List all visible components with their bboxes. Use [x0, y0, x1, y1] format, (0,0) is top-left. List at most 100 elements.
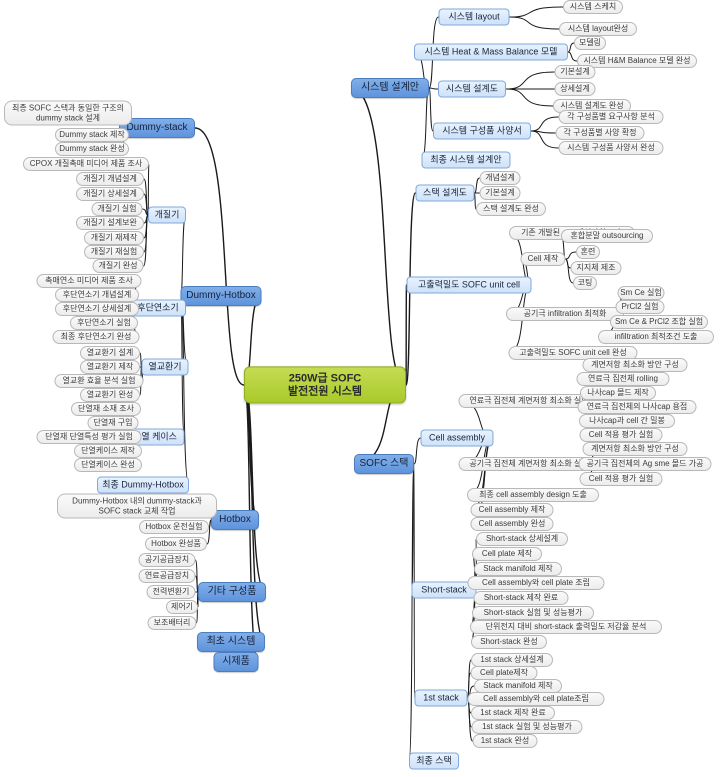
- mindmap-node-fs-2[interactable]: Cell plate제작: [470, 666, 538, 680]
- mindmap-node-in-4[interactable]: 단열케이스 제작: [74, 444, 142, 458]
- mindmap-node-sys-spec[interactable]: 시스템 구성품 사양서: [433, 122, 531, 140]
- mindmap-node-sys-drawing-3[interactable]: 시스템 설계도 완성: [553, 99, 631, 113]
- mindmap-node-rf-0[interactable]: CPOX 개질촉매 미디어 제품 조사: [23, 157, 149, 171]
- mindmap-node-others[interactable]: 기타 구성품: [198, 582, 266, 602]
- mindmap-node-bn-1[interactable]: 촉매연소 미디어 제품 조사: [36, 274, 142, 288]
- mindmap-node-ss-3[interactable]: Stack manifold 제작: [474, 562, 562, 576]
- mindmap-node-rf-7[interactable]: 개질기 완성: [92, 259, 144, 273]
- mindmap-node-rf-2[interactable]: 개질기 상세설계: [76, 187, 144, 201]
- mindmap-node-unitcell-done[interactable]: 고출력밀도 SOFC unit cell 완성: [508, 346, 638, 360]
- mindmap-node-air-col-1[interactable]: 계면저항 최소화 방안 구성: [582, 442, 688, 456]
- mindmap-node-sys-spec-3[interactable]: 시스템 구성품 사양서 완성: [558, 141, 664, 155]
- mindmap-node-sys-spec-2[interactable]: 각 구성품별 사양 확정: [555, 126, 645, 140]
- mindmap-node-reformer[interactable]: 개질기: [148, 206, 186, 224]
- mindmap-node-sys-hmb-1[interactable]: 모델링: [574, 36, 606, 50]
- mindmap-node-ds-2[interactable]: Dummy stack 제작: [55, 128, 129, 142]
- mindmap-node-sys-layout[interactable]: 시스템 layout: [438, 8, 510, 26]
- mindmap-node-fuel-col[interactable]: 연료극 집전체 계면저항 최소화 실험: [458, 394, 600, 408]
- mindmap-node-fs-1[interactable]: 1st stack 상세설계: [471, 653, 553, 667]
- mindmap-node-infil-1[interactable]: Sm Ce 실험: [617, 286, 665, 300]
- mindmap-node-sys-layout-2[interactable]: 시스템 layout완성: [559, 22, 637, 36]
- mindmap-node-sys-drawing-1[interactable]: 기본설계: [554, 65, 596, 79]
- mindmap-node-unitcell[interactable]: 고출력밀도 SOFC unit cell: [406, 276, 532, 294]
- mindmap-node-bn-4[interactable]: 후단연소기 실험: [70, 316, 138, 330]
- mindmap-node-rf-1[interactable]: 개질기 개념설계: [76, 172, 144, 186]
- mindmap-node-hx-2[interactable]: 열교환기 제작: [80, 360, 140, 374]
- mindmap-node-hb-2[interactable]: Hotbox 운전실험: [139, 520, 209, 534]
- mindmap-node-ca-3[interactable]: Cell assembly 완성: [470, 517, 554, 531]
- mindmap-node-ot-3[interactable]: 전력변환기: [146, 585, 196, 599]
- mindmap-node-rf-6[interactable]: 개질기 재실험: [84, 245, 144, 259]
- mindmap-node-in-1[interactable]: 단열재 소재 조사: [71, 402, 141, 416]
- mindmap-node-dummy-stack[interactable]: Dummy-stack: [119, 118, 195, 138]
- mindmap-node-stack-drawing[interactable]: 스택 설계도: [415, 184, 475, 202]
- mindmap-node-ss-7[interactable]: 단위전지 대비 short-stack 출력밀도 저감율 분석: [470, 620, 662, 634]
- mindmap-node-sys-design[interactable]: 시스템 설계안: [351, 78, 429, 98]
- mindmap-node-bn-2[interactable]: 후단연소기 개념설계: [55, 288, 139, 302]
- mindmap-node-in-2[interactable]: 단열재 구입: [87, 416, 139, 430]
- mindmap-node-fuel-col-2[interactable]: 연료극 집전체 rolling: [576, 372, 670, 386]
- mindmap-node-sys-drawing-2[interactable]: 상세설계: [554, 82, 596, 96]
- mindmap-node-fs-5[interactable]: 1st stack 제작 완료: [471, 706, 555, 720]
- mindmap-node-ot-1[interactable]: 공기공급장치: [138, 553, 196, 567]
- mindmap-node-prototype[interactable]: 시제품: [213, 652, 259, 672]
- mindmap-node-fs-4[interactable]: Cell assembly와 cell plate조립: [467, 692, 605, 706]
- mindmap-node-rf-5[interactable]: 개질기 재제작: [84, 231, 144, 245]
- mindmap-node-in-3[interactable]: 단열재 단열특성 평가 실험: [36, 430, 142, 444]
- mindmap-node-hb-1[interactable]: Dummy-Hotbox 내의 dummy-stack과 SOFC stack …: [57, 493, 217, 519]
- mindmap-node-fs-6[interactable]: 1st stack 실험 및 성능평가: [471, 720, 583, 734]
- mindmap-node-first-stack[interactable]: 1st stack: [414, 689, 468, 707]
- mindmap-node-sys-hmb-2[interactable]: 시스템 H&M Balance 모델 완성: [577, 54, 697, 68]
- mindmap-node-fuel-col-3[interactable]: 나사cap 몰드 제작: [580, 386, 656, 400]
- mindmap-node-hotbox[interactable]: Hotbox: [211, 510, 259, 530]
- mindmap-node-ca-2[interactable]: Cell assembly 제작: [470, 503, 554, 517]
- mindmap-node-hx-4[interactable]: 열교환기 완성: [80, 388, 140, 402]
- mindmap-node-fuel-col-1[interactable]: 계면저항 최소화 방안 구성: [582, 358, 688, 372]
- mindmap-node-hx-3[interactable]: 열교환 효율 분석 실험: [54, 374, 144, 388]
- mindmap-node-stack-drawing-2[interactable]: 기본설계: [479, 186, 521, 200]
- mindmap-node-cell-make-4[interactable]: 코팅: [573, 276, 597, 290]
- mindmap-node-sys-spec-1[interactable]: 각 구성품별 요구사항 분석: [558, 110, 664, 124]
- mindmap-node-ca-1[interactable]: 최종 cell assembly design 도출: [467, 488, 599, 502]
- mindmap-node-ss-8[interactable]: Short-stack 완성: [471, 635, 547, 649]
- mindmap-node-sofc-stack[interactable]: SOFC 스택: [354, 454, 414, 474]
- mindmap-node-fs-7[interactable]: 1st stack 완성: [472, 734, 538, 748]
- mindmap-node-ss-5[interactable]: Short-stack 제작 완료: [473, 591, 569, 605]
- mindmap-node-sys-hmb[interactable]: 시스템 Heat & Mass Balance 모델: [414, 43, 568, 61]
- mindmap-node-ss-4[interactable]: Cell assembly와 cell plate 조립: [467, 576, 605, 590]
- mindmap-node-first-system[interactable]: 최초 시스템: [197, 632, 265, 652]
- mindmap-node-ot-2[interactable]: 연료공급장치: [138, 569, 196, 583]
- mindmap-node-ss-6[interactable]: Short-stack 실험 및 성능평가: [472, 606, 594, 620]
- mindmap-node-ot-5[interactable]: 보조배터리: [147, 616, 197, 630]
- mindmap-node-cell-make[interactable]: Cell 제작: [520, 252, 566, 266]
- mindmap-node-cell-make-2[interactable]: 혼련: [576, 245, 600, 259]
- mindmap-node-infil-3[interactable]: Sm Ce & PrCl2 조합 실험: [610, 315, 708, 329]
- mindmap-node-sys-layout-1[interactable]: 시스템 스케치: [563, 0, 623, 14]
- mindmap-node-ss-1[interactable]: Short-stack 상세설계: [476, 532, 568, 546]
- mindmap-node-cell-assembly[interactable]: Cell assembly: [420, 429, 494, 447]
- mindmap-node-dummy-hotbox[interactable]: Dummy-Hotbox: [180, 286, 262, 306]
- mindmap-node-fuel-col-4[interactable]: 연료극 집전체의 나사cap 용접: [577, 400, 697, 414]
- mindmap-node-bn-5[interactable]: 최종 후단연소기 완성: [52, 330, 140, 344]
- mindmap-node-hb-3[interactable]: Hotbox 완성품: [145, 537, 207, 551]
- mindmap-node-fuel-col-5[interactable]: 나사cap과 cell 간 밀봉: [579, 414, 675, 428]
- mindmap-node-short-stack[interactable]: Short-stack: [411, 581, 477, 599]
- mindmap-node-ds-1[interactable]: 최종 SOFC 스택과 동일한 구조의 dummy stack 설계: [4, 100, 132, 126]
- mindmap-node-dh-final[interactable]: 최종 Dummy-Hotbox: [97, 476, 189, 494]
- mindmap-node-in-5[interactable]: 단열케이스 완성: [74, 458, 142, 472]
- mindmap-node-air-col-3[interactable]: Cell 적용 평가 실험: [579, 472, 663, 486]
- mindmap-node-fs-3[interactable]: Stack manifold 제작: [474, 679, 562, 693]
- mindmap-node-ds-3[interactable]: Dummy stack 완성: [55, 142, 129, 156]
- mindmap-node-rf-3[interactable]: 개질기 실험: [91, 202, 143, 216]
- mindmap-node-ot-4[interactable]: 제어기: [166, 600, 198, 614]
- mindmap-node-bn-3[interactable]: 후단연소기 상세설계: [55, 302, 139, 316]
- mindmap-node-burner[interactable]: 후단연소기: [130, 299, 186, 317]
- mindmap-node-hx[interactable]: 열교환기: [141, 358, 189, 376]
- mindmap-node-sys-drawing[interactable]: 시스템 설계도: [438, 80, 506, 98]
- mindmap-node-infil-2[interactable]: PrCl2 실험: [615, 300, 665, 314]
- mindmap-node-stack-drawing-1[interactable]: 개념설계: [479, 171, 521, 185]
- mindmap-node-fuel-col-6[interactable]: Cell 적용 평가 실험: [579, 428, 663, 442]
- mindmap-node-air-col-2[interactable]: 공기극 집전체의 Ag sme 몰드 가공: [578, 457, 712, 471]
- mindmap-node-rf-4[interactable]: 개질기 설계보완: [76, 216, 144, 230]
